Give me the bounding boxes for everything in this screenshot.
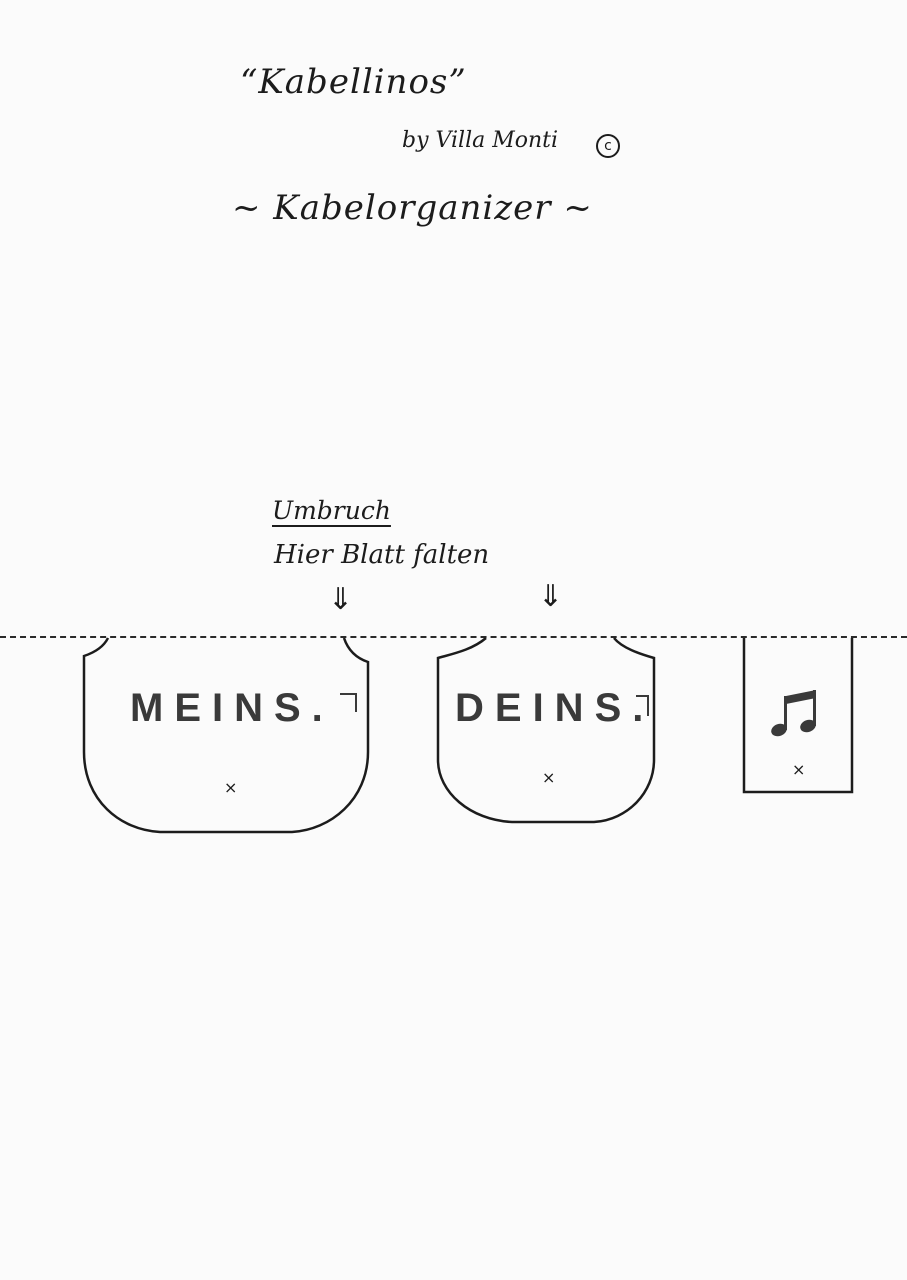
yours-stamp-corner — [636, 695, 649, 716]
small-tag-outline — [742, 638, 854, 794]
mine-stamp-label: MEINS. — [130, 686, 334, 730]
page-title: “Kabellinos” — [240, 62, 467, 102]
mine-stamp-corner — [340, 693, 357, 712]
yours-tag-outline — [436, 637, 656, 824]
mine-hole-mark: × — [224, 778, 238, 797]
music-note-icon — [771, 690, 816, 737]
fold-arrow-down-icon: ⇓ — [328, 582, 354, 617]
byline: by Villa Monti — [402, 128, 559, 153]
mine-tag-outline — [82, 637, 370, 834]
yours-hole-mark: × — [542, 768, 556, 787]
fold-line — [0, 636, 907, 638]
small-hole-mark: × — [792, 760, 806, 779]
copyright-icon: c — [596, 134, 620, 158]
page-subtitle: ~ Kabelorganizer ~ — [232, 188, 593, 228]
fold-instruction: Hier Blatt falten — [274, 540, 490, 570]
yours-stamp-label: DEINS. — [455, 686, 655, 730]
fold-heading: Umbruch — [272, 496, 391, 525]
fold-arrow-down-icon: ⇓ — [538, 579, 564, 614]
